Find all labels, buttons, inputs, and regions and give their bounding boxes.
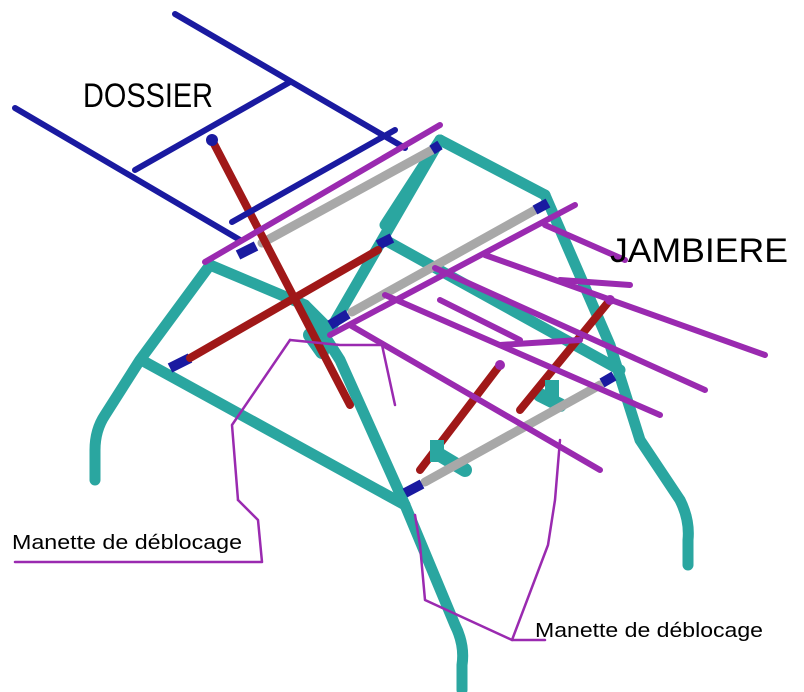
manette-label-left: Manette de déblocage <box>12 532 242 554</box>
dossier-frame <box>12 11 408 243</box>
jambiere-label: JAMBIERE <box>610 232 788 270</box>
manette-label-right: Manette de déblocage <box>535 620 763 642</box>
main-frame <box>89 134 694 692</box>
dossier-label: DOSSIER <box>83 77 213 115</box>
leader-lines <box>13 338 562 642</box>
